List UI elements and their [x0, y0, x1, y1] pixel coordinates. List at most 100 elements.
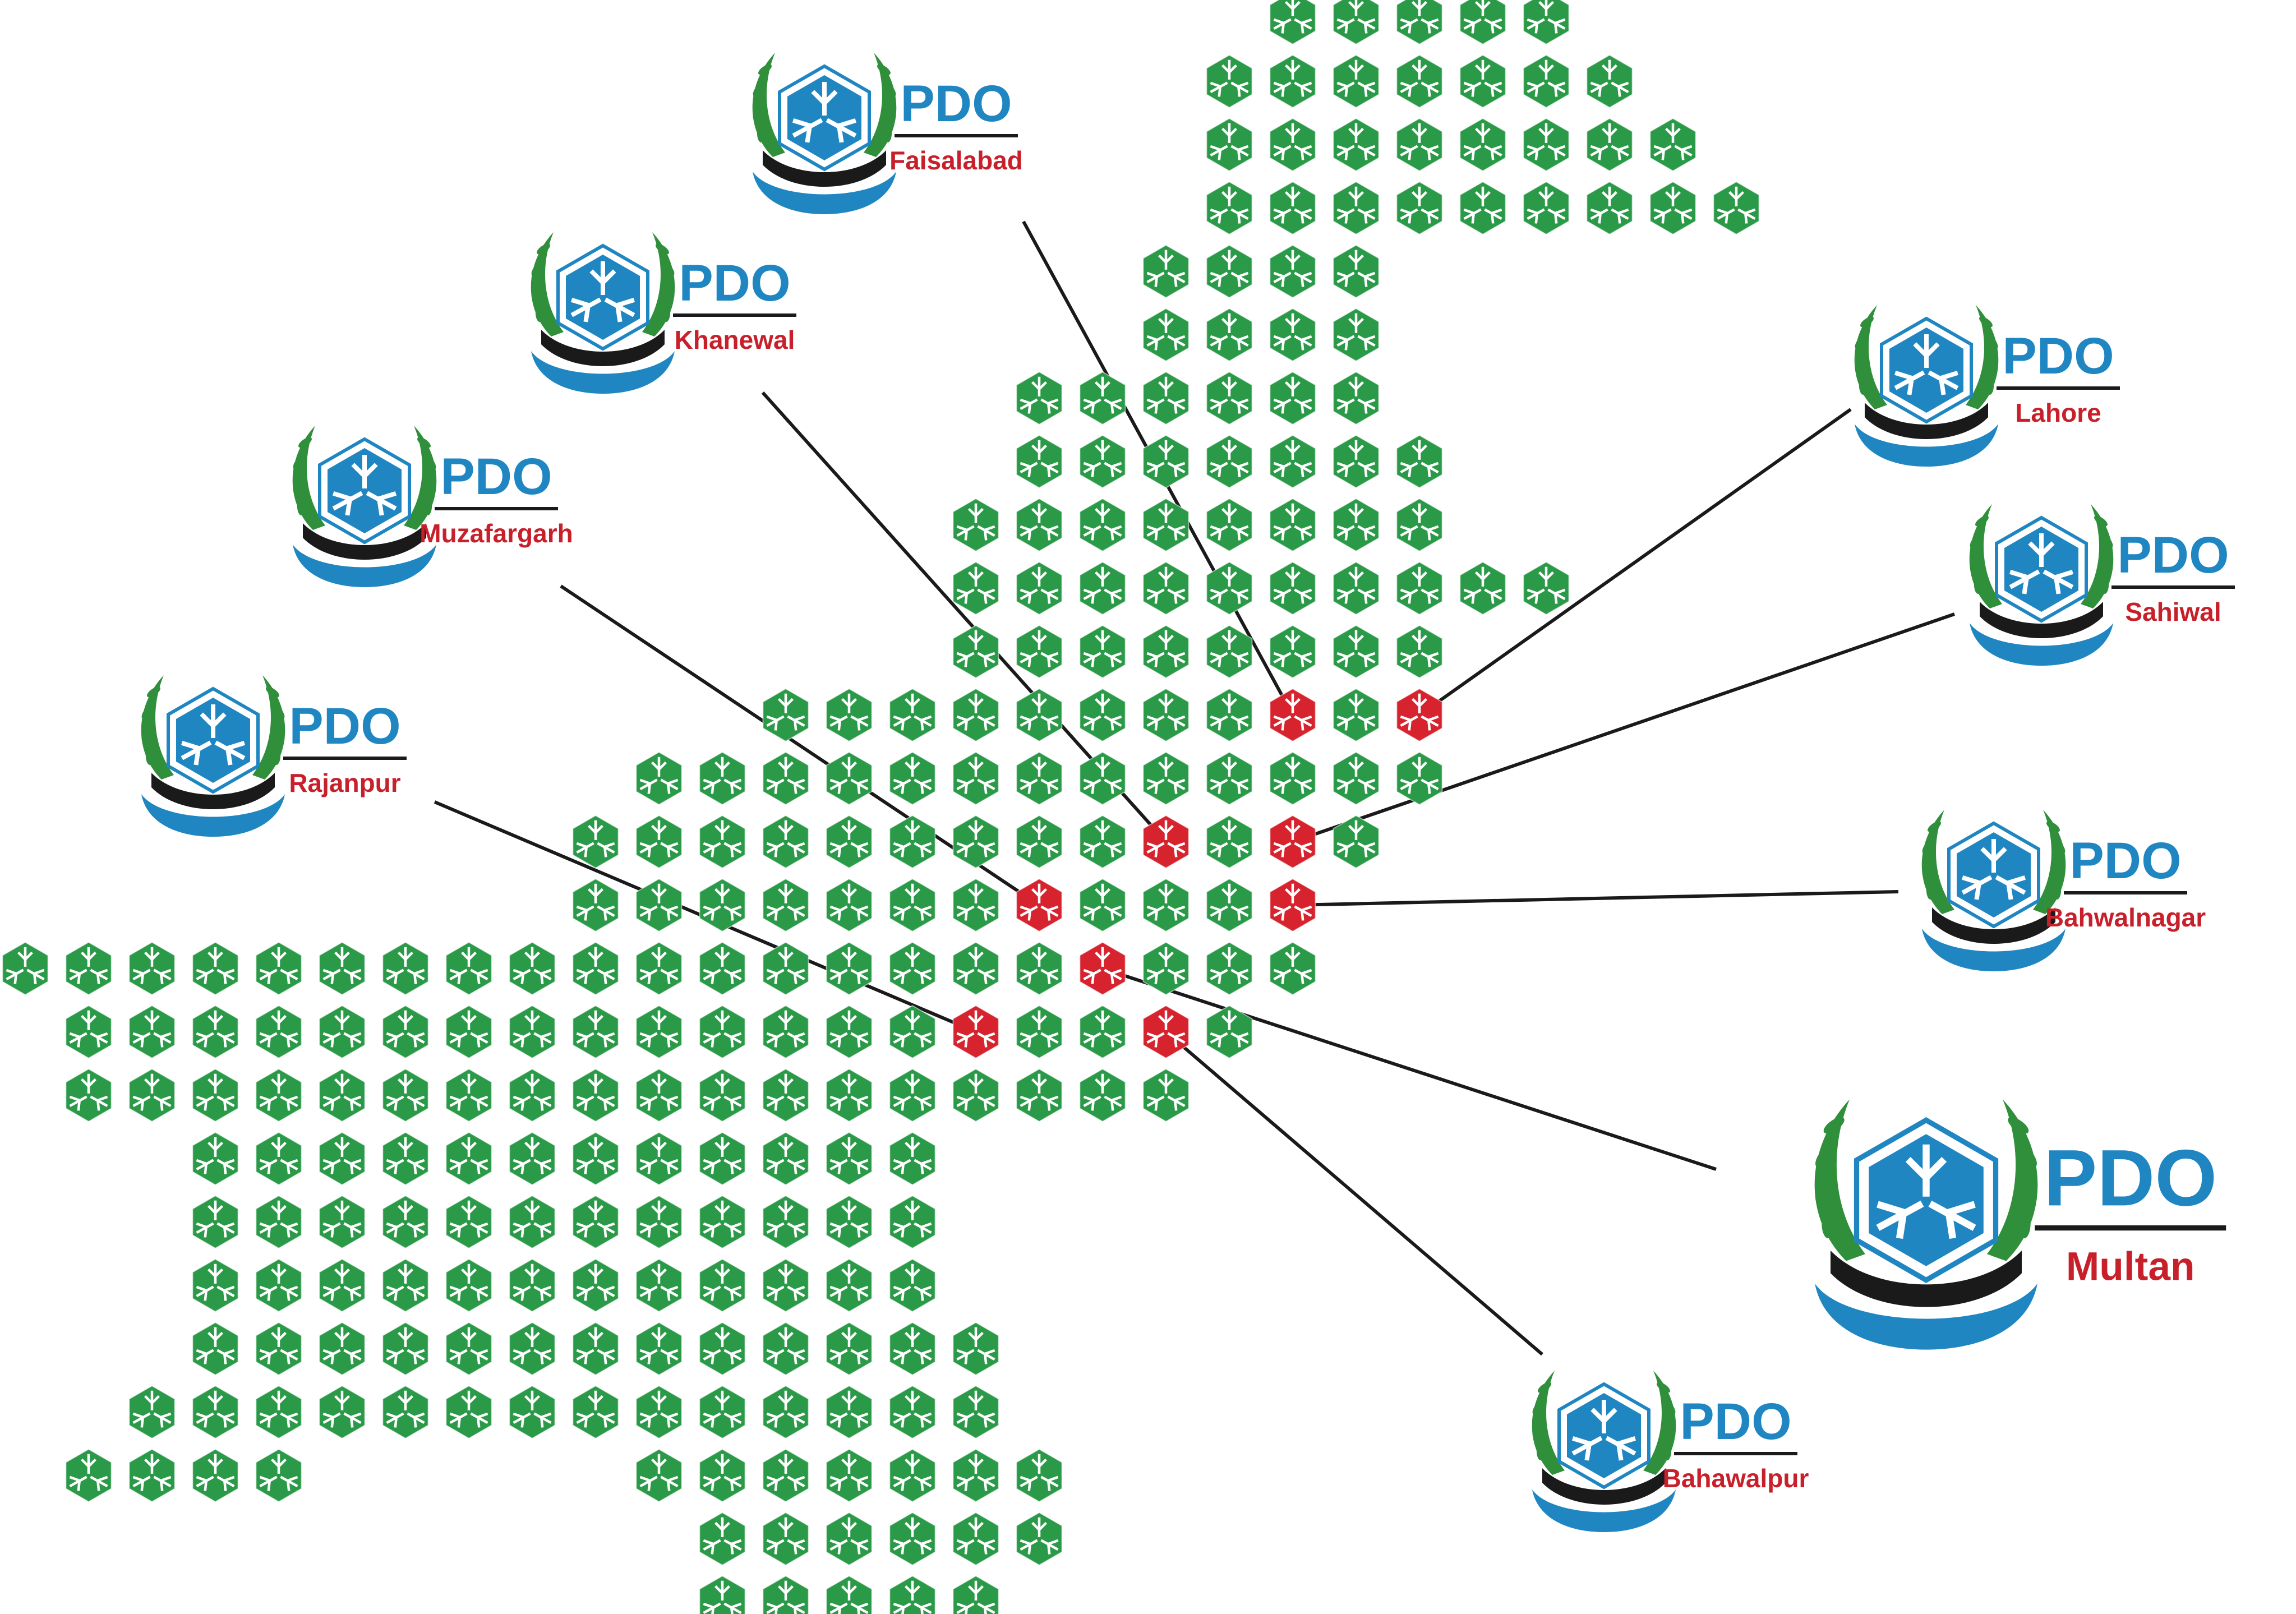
map-tile	[1524, 118, 1569, 171]
map-tile	[256, 1132, 302, 1185]
map-tile	[1080, 815, 1126, 868]
map-tile	[446, 1196, 492, 1248]
map-tile	[953, 879, 999, 931]
map-tile	[320, 1006, 365, 1058]
map-tile	[510, 1386, 555, 1438]
map-tile	[510, 1069, 555, 1122]
office-tile-bahawalpur	[1144, 1006, 1189, 1058]
map-tile	[573, 1386, 619, 1438]
map-tile	[1017, 1512, 1062, 1565]
map-tile	[700, 1069, 745, 1122]
map-tile	[1207, 435, 1252, 488]
map-tile	[700, 1132, 745, 1185]
map-tile	[1270, 499, 1316, 551]
map-tile	[1270, 625, 1316, 678]
map-tile	[510, 1259, 555, 1312]
map-tile	[827, 1449, 872, 1502]
map-tile	[1524, 0, 1569, 44]
map-tile	[1334, 182, 1379, 234]
map-tile	[763, 1132, 809, 1185]
map-tile	[1207, 942, 1252, 995]
office-city-label: Khanewal	[675, 325, 795, 354]
map-tile	[700, 1322, 745, 1375]
map-tile	[1270, 942, 1316, 995]
map-tile	[446, 1069, 492, 1122]
map-tile	[763, 815, 809, 868]
map-tile	[1144, 879, 1189, 931]
map-tile	[66, 1006, 112, 1058]
map-tile	[1524, 562, 1569, 615]
office-city-label: Bahawalpur	[1663, 1464, 1809, 1493]
map-tile	[1017, 942, 1062, 995]
map-tile	[193, 1132, 238, 1185]
connector-sahiwal	[1292, 612, 1955, 843]
office-tile-multan	[1080, 942, 1126, 995]
map-tile	[763, 1322, 809, 1375]
map-tile	[1080, 1069, 1126, 1122]
office-brand-label: PDO	[2044, 1133, 2217, 1223]
map-tile	[66, 1449, 112, 1502]
map-tile	[1524, 55, 1569, 108]
map-tile	[1460, 0, 1506, 44]
map-tile	[256, 1259, 302, 1312]
map-tile	[1017, 435, 1062, 488]
map-tile	[1270, 245, 1316, 298]
map-tile	[510, 1196, 555, 1248]
map-tile	[890, 879, 935, 931]
map-tile	[383, 1006, 428, 1058]
map-tile	[827, 1069, 872, 1122]
map-tile	[1144, 689, 1189, 741]
connector-bahwalnagar	[1292, 890, 1899, 907]
map-tile	[1650, 182, 1696, 234]
map-tile	[637, 879, 682, 931]
map-tile	[130, 942, 175, 995]
map-tile	[890, 1322, 935, 1375]
map-tile	[383, 1259, 428, 1312]
map-tile	[763, 942, 809, 995]
map-tile	[320, 1259, 365, 1312]
map-tile	[890, 1069, 935, 1122]
office-city-label: Multan	[2066, 1244, 2195, 1289]
map-tile	[1587, 182, 1633, 234]
map-tile	[1017, 1069, 1062, 1122]
map-tile	[383, 1386, 428, 1438]
map-tile	[637, 1449, 682, 1502]
map-tile	[1334, 562, 1379, 615]
map-tile	[827, 1196, 872, 1248]
map-tile	[1080, 879, 1126, 931]
map-tile	[763, 689, 809, 741]
map-tile	[700, 1449, 745, 1502]
map-tile	[1270, 372, 1316, 425]
map-tile	[573, 1069, 619, 1122]
map-tile	[510, 1322, 555, 1375]
office-badge-multan[interactable]: PDO Multan	[1796, 1078, 2230, 1357]
map-tile	[700, 815, 745, 868]
map-tile	[890, 1386, 935, 1438]
map-tile	[1080, 625, 1126, 678]
map-tile	[446, 1132, 492, 1185]
map-tile	[827, 815, 872, 868]
map-tile	[763, 1196, 809, 1248]
map-tile	[256, 1069, 302, 1122]
map-tile	[1460, 182, 1506, 234]
map-tile	[1397, 625, 1442, 678]
map-tile	[1080, 435, 1126, 488]
map-tile	[1270, 55, 1316, 108]
map-tile	[700, 879, 745, 931]
map-tile	[700, 1386, 745, 1438]
map-tile	[1397, 435, 1442, 488]
map-tile	[827, 689, 872, 741]
map-tile	[827, 1006, 872, 1058]
map-tile	[573, 942, 619, 995]
map-tile	[1460, 118, 1506, 171]
office-city-label: Bahwalnagar	[2045, 903, 2206, 932]
map-tile	[1144, 562, 1189, 615]
